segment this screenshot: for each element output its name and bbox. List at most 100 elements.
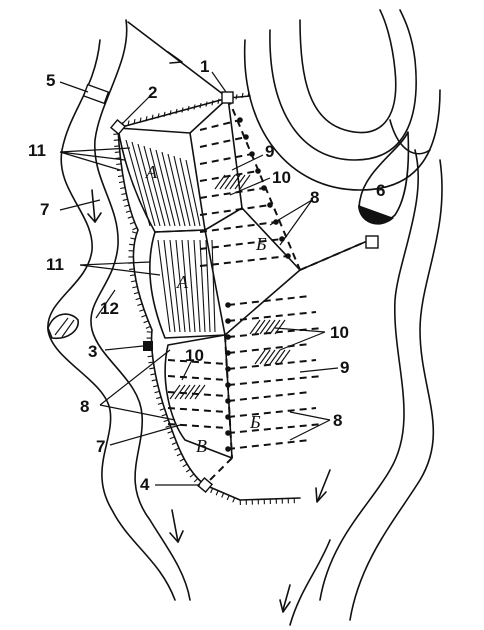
label-5: 5 [46, 71, 55, 90]
canal-tick [163, 111, 166, 117]
label-7-upper: 7 [40, 200, 49, 219]
label-1: 1 [200, 57, 209, 76]
furrow [199, 255, 289, 267]
furrow [227, 295, 311, 306]
hatch-line [181, 239, 191, 333]
furrow [199, 204, 271, 216]
hatch-line [157, 239, 171, 333]
canal-tick [193, 478, 199, 483]
furrow-node [225, 334, 231, 340]
hatch-line [163, 239, 176, 333]
canal-tick [211, 100, 214, 106]
canal-tick [154, 390, 160, 394]
furrow [199, 187, 265, 199]
furrow [227, 439, 311, 450]
canal-tick [215, 490, 219, 496]
canal-tick [185, 468, 191, 473]
canal-tick [163, 419, 169, 423]
hatch-line [161, 151, 181, 227]
canal-tick [179, 458, 185, 462]
sprinkler-hatch [264, 319, 276, 335]
sprinkler-hatch [269, 319, 281, 335]
structure-2 [109, 118, 127, 136]
canal-ticks [112, 91, 295, 506]
canal-tick [159, 408, 165, 411]
label-10-right: 10 [330, 323, 349, 342]
furrow-node [225, 302, 231, 308]
canal-tick [124, 204, 130, 207]
zone-a-lower: A [176, 272, 189, 292]
main-canal [112, 91, 301, 506]
canal-tick [167, 430, 173, 434]
canal-tick [232, 497, 236, 503]
furrow [167, 391, 227, 397]
canal-tick [121, 192, 127, 196]
canal-tick [169, 110, 172, 116]
canal-tick [193, 104, 196, 110]
canal-tick [156, 396, 162, 400]
canal-tick [187, 105, 190, 112]
canal-tick [157, 402, 163, 405]
canal-tick [120, 186, 126, 190]
canal-tick [118, 181, 125, 184]
canal-tick [235, 94, 238, 100]
sprinkler-hatch [169, 384, 181, 400]
label-8-right: 8 [333, 411, 342, 430]
canal-tick [165, 425, 171, 428]
canal-tick [189, 473, 195, 478]
sprinkler-areas [169, 174, 291, 400]
furrow [167, 359, 227, 365]
sprinkler-hatch [214, 174, 226, 190]
canal-tick [149, 367, 155, 370]
canal-tick [139, 309, 145, 312]
structure-5 [82, 83, 110, 105]
canal-tick [129, 274, 136, 277]
sprinkler-hatch [224, 174, 236, 190]
terrain-contours [243, 9, 443, 626]
canal-tick [176, 453, 182, 457]
sprinkler-hatch [179, 384, 191, 400]
label-6: 6 [376, 181, 385, 200]
hatch-line [175, 239, 186, 333]
reservoir [358, 131, 410, 249]
canal-tick [247, 91, 250, 97]
labels: 1 2 3 4 5 6 7 7 8 8 8 9 9 10 10 10 11 11… [28, 57, 385, 494]
furrow [227, 375, 323, 386]
canal-tick [127, 216, 133, 219]
structure-4 [196, 476, 214, 494]
canal-tick [175, 108, 178, 115]
canal-tick [241, 92, 244, 99]
furrow-node [285, 253, 291, 259]
label-4: 4 [140, 475, 150, 494]
furrow-node [225, 366, 231, 372]
zone-b-upper: Б [255, 234, 267, 254]
canal-tick [129, 243, 135, 246]
sprinkler-hatch [229, 174, 241, 190]
sprinkler-hatch [254, 319, 266, 335]
irrigation-furrows [167, 117, 323, 452]
canal-tick [157, 113, 160, 119]
hatch-line [125, 139, 151, 227]
label-11-upper: 11 [28, 141, 46, 160]
structures [82, 83, 234, 494]
canal-tick [114, 151, 120, 153]
sprinkler-hatch [234, 174, 246, 190]
canal-tick [122, 198, 128, 201]
furrow [167, 407, 227, 413]
canal-tick [151, 114, 154, 120]
canal-tick [210, 488, 214, 494]
canal-tick [151, 379, 157, 382]
furrow [199, 136, 247, 148]
sprinkler-hatch [174, 384, 186, 400]
field-a-hatching [125, 139, 216, 333]
label-11-lower: 11 [46, 255, 64, 274]
hatch-line [211, 239, 216, 333]
sprinkler-hatch [219, 174, 231, 190]
zone-a-upper: A [145, 162, 158, 182]
hatch-line [169, 239, 181, 333]
furrow [167, 423, 227, 429]
canal-tick [137, 303, 143, 307]
sprinkler-hatch [269, 349, 281, 365]
canal-tick [125, 210, 131, 213]
